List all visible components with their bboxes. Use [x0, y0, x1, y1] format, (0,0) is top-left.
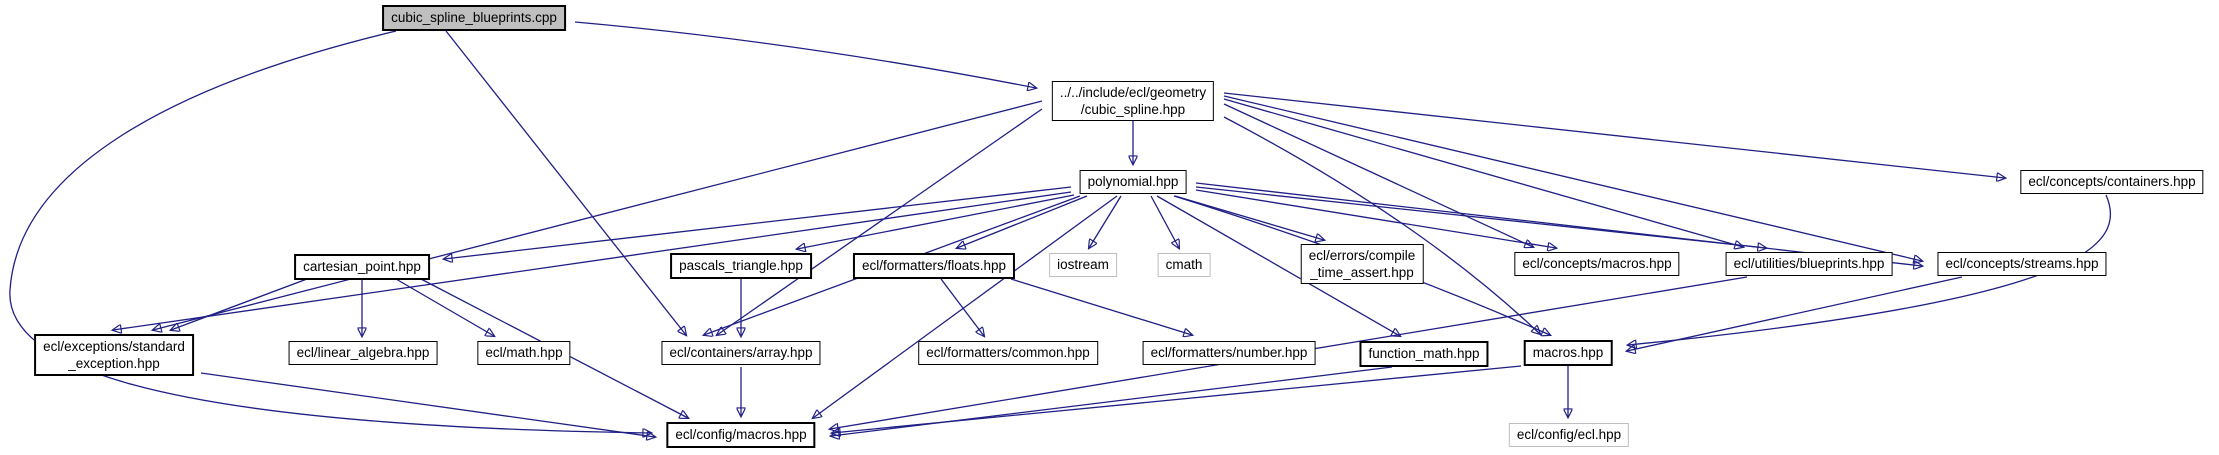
include-edge-cubic_spline_hpp-to-ecl_concepts_macros_hpp	[1223, 103, 1533, 247]
node-cmath: cmath	[1157, 253, 1211, 277]
node-ecl_concepts_streams_hpp[interactable]: ecl/concepts/streams.hpp	[1937, 252, 2107, 276]
include-edge-ecl_exceptions_standard_exception_hpp-to-ecl_config_macros_hpp	[200, 372, 655, 437]
node-ecl_config_macros_hpp[interactable]: ecl/config/macros.hpp	[666, 422, 816, 448]
include-edge-ecl_formatters_floats_hpp-to-ecl_formatters_common_hpp	[940, 278, 984, 336]
include-edge-cubic_spline_hpp-to-ecl_containers_array_hpp	[717, 108, 1043, 335]
include-edge-polynomial_hpp-to-ecl_formatters_floats_hpp	[957, 195, 1088, 248]
node-ecl_formatters_number_hpp[interactable]: ecl/formatters/number.hpp	[1142, 341, 1316, 365]
node-ecl_linear_algebra_hpp[interactable]: ecl/linear_algebra.hpp	[288, 341, 438, 365]
include-edge-polynomial_hpp-to-ecl_concepts_macros_hpp	[1195, 189, 1556, 248]
node-iostream: iostream	[1049, 253, 1117, 277]
node-cartesian_point_hpp[interactable]: cartesian_point.hpp	[294, 254, 430, 280]
node-cubic_spline_blueprints_cpp[interactable]: cubic_spline_blueprints.cpp	[382, 5, 566, 31]
include-edge-cubic_spline_blueprints_cpp-to-ecl_config_macros_hpp	[9, 30, 651, 433]
include-edge-polynomial_hpp-to-ecl_errors_compile_time_assert_hpp	[1174, 195, 1324, 240]
node-ecl_concepts_containers_hpp[interactable]: ecl/concepts/containers.hpp	[2020, 170, 2204, 194]
include-edge-polynomial_hpp-to-iostream	[1089, 195, 1122, 248]
include-edge-cubic_spline_hpp-to-ecl_utilities_blueprints_hpp	[1223, 98, 1743, 247]
include-edge-polynomial_hpp-to-function_math_hpp	[1156, 195, 1400, 336]
include-edge-macros_hpp-to-ecl_config_macros_hpp	[832, 365, 1522, 433]
include-edge-cubic_spline_hpp-to-ecl_exceptions_standard_exception_hpp	[153, 100, 1043, 330]
include-edge-ecl_formatters_floats_hpp-to-ecl_formatters_number_hpp	[1010, 278, 1192, 335]
include-edge-cartesian_point_hpp-to-ecl_exceptions_standard_exception_hpp	[171, 278, 308, 330]
node-ecl_formatters_floats_hpp[interactable]: ecl/formatters/floats.hpp	[852, 253, 1016, 279]
node-ecl_exceptions_standard_exception_hpp[interactable]: ecl/exceptions/standard _exception.hpp	[34, 334, 194, 376]
include-edge-ecl_concepts_streams_hpp-to-macros_hpp	[1627, 276, 1963, 351]
node-ecl_containers_array_hpp[interactable]: ecl/containers/array.hpp	[661, 341, 821, 365]
node-function_math_hpp[interactable]: function_math.hpp	[1359, 341, 1489, 367]
node-ecl_formatters_common_hpp[interactable]: ecl/formatters/common.hpp	[918, 341, 1098, 365]
node-ecl_concepts_macros_hpp[interactable]: ecl/concepts/macros.hpp	[1514, 252, 1680, 276]
include-edge-cartesian_point_hpp-to-ecl_math_hpp	[395, 278, 494, 336]
include-edge-cubic_spline_hpp-to-ecl_concepts_streams_hpp	[1223, 95, 1922, 261]
node-ecl_config_ecl_hpp: ecl/config/ecl.hpp	[1508, 423, 1630, 447]
node-cubic_spline_hpp[interactable]: ../../include/ecl/geometry /cubic_spline…	[1051, 81, 1215, 121]
include-edge-polynomial_hpp-to-pascals_triangle_hpp	[797, 194, 1075, 249]
node-macros_hpp[interactable]: macros.hpp	[1523, 340, 1613, 366]
include-edge-cubic_spline_hpp-to-ecl_concepts_containers_hpp	[1223, 92, 2005, 178]
include-edge-cubic_spline_blueprints_cpp-to-ecl_containers_array_hpp	[445, 30, 686, 335]
include-edge-function_math_hpp-to-ecl_config_macros_hpp	[831, 366, 1393, 436]
node-ecl_utilities_blueprints_hpp[interactable]: ecl/utilities/blueprints.hpp	[1725, 252, 1893, 276]
include-edge-polynomial_hpp-to-ecl_config_macros_hpp	[813, 195, 1118, 418]
include-edge-polynomial_hpp-to-cmath	[1150, 195, 1179, 248]
include-edge-cubic_spline_blueprints_cpp-to-cubic_spline_hpp	[574, 21, 1036, 88]
include-edge-cubic_spline_hpp-to-macros_hpp	[1223, 116, 1540, 334]
include-edge-polynomial_hpp-to-cartesian_point_hpp	[444, 186, 1072, 259]
node-polynomial_hpp[interactable]: polynomial.hpp	[1079, 170, 1187, 194]
include-edge-polynomial_hpp-to-ecl_exceptions_standard_exception_hpp	[113, 191, 1072, 330]
node-pascals_triangle_hpp[interactable]: pascals_triangle.hpp	[670, 253, 812, 279]
node-ecl_errors_compile_time_assert_hpp[interactable]: ecl/errors/compile _time_assert.hpp	[1300, 244, 1424, 284]
node-ecl_math_hpp[interactable]: ecl/math.hpp	[477, 341, 571, 365]
